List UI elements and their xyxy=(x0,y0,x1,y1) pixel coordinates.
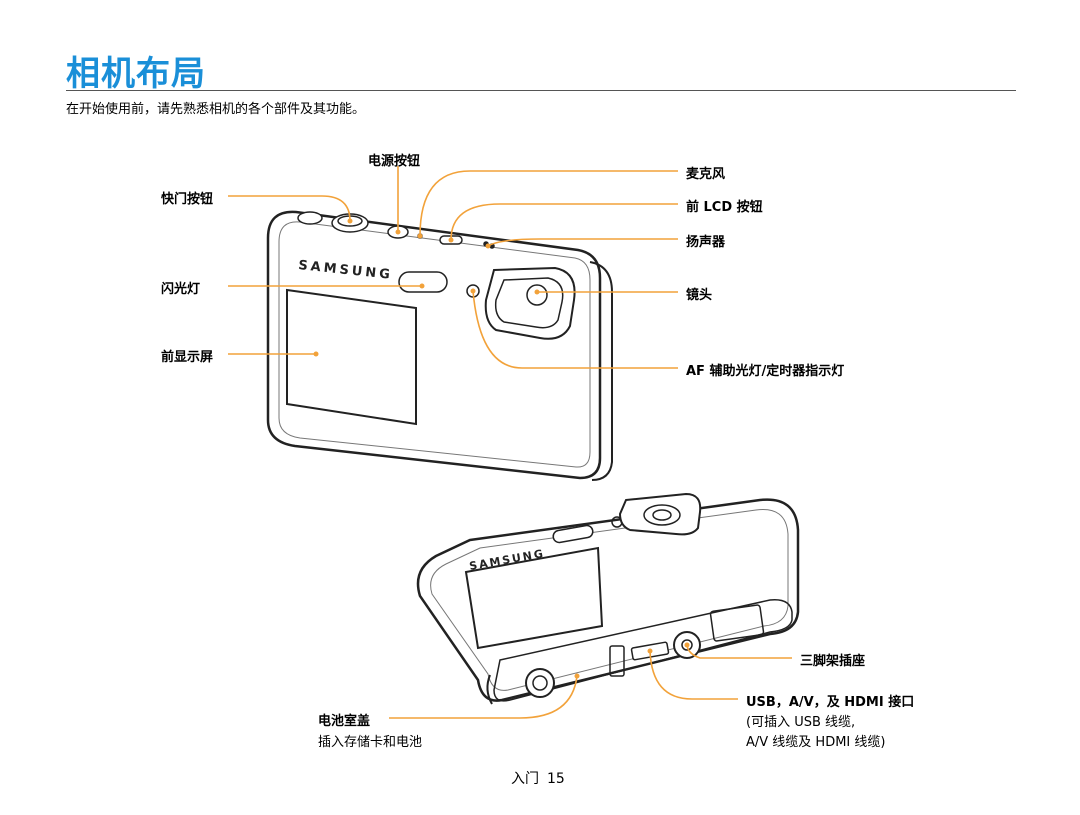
leader-af xyxy=(472,290,678,369)
label-flash: 闪光灯 xyxy=(161,282,201,297)
label-battery-cover: 电池室盖 xyxy=(318,714,371,729)
page-footer: 入门 15 xyxy=(511,768,565,788)
battery-cover-note: 插入存储卡和电池 xyxy=(318,735,423,750)
leader-shutter xyxy=(228,195,351,222)
usb-port-note-1: (可插入 USB 线缆, xyxy=(746,715,856,730)
label-shutter-button: 快门按钮 xyxy=(161,192,214,207)
label-lens: 镜头 xyxy=(686,288,713,303)
label-microphone: 麦克风 xyxy=(686,167,726,182)
footer-section: 入门 xyxy=(511,771,539,787)
label-usb-port: USB，A/V，及 HDMI 接口 xyxy=(746,695,915,710)
page-title: 相机布局 xyxy=(66,54,206,94)
label-tripod-mount: 三脚架插座 xyxy=(800,654,866,669)
label-power-button: 电源按钮 xyxy=(368,154,421,169)
page-number: 15 xyxy=(547,771,565,787)
camera-bottom-illustration xyxy=(416,492,800,705)
title-divider xyxy=(66,90,1016,91)
label-af-assist: AF 辅助光灯/定时器指示灯 xyxy=(686,364,845,379)
label-speaker: 扬声器 xyxy=(686,235,726,250)
label-front-display: 前显示屏 xyxy=(161,350,214,365)
label-front-lcd-button: 前 LCD 按钮 xyxy=(686,200,763,215)
brand-logo-front: SAMSUNG xyxy=(298,258,394,283)
usb-port-note-2: A/V 线缆及 HDMI 线缆) xyxy=(746,735,886,750)
leader-speaker xyxy=(487,238,678,247)
leader-front-lcd xyxy=(450,203,678,241)
leader-microphone xyxy=(419,170,678,237)
leader-battery xyxy=(389,675,578,719)
intro-text: 在开始使用前，请先熟悉相机的各个部件及其功能。 xyxy=(66,102,366,117)
leader-usb xyxy=(649,650,738,700)
camera-front-illustration xyxy=(266,210,613,481)
